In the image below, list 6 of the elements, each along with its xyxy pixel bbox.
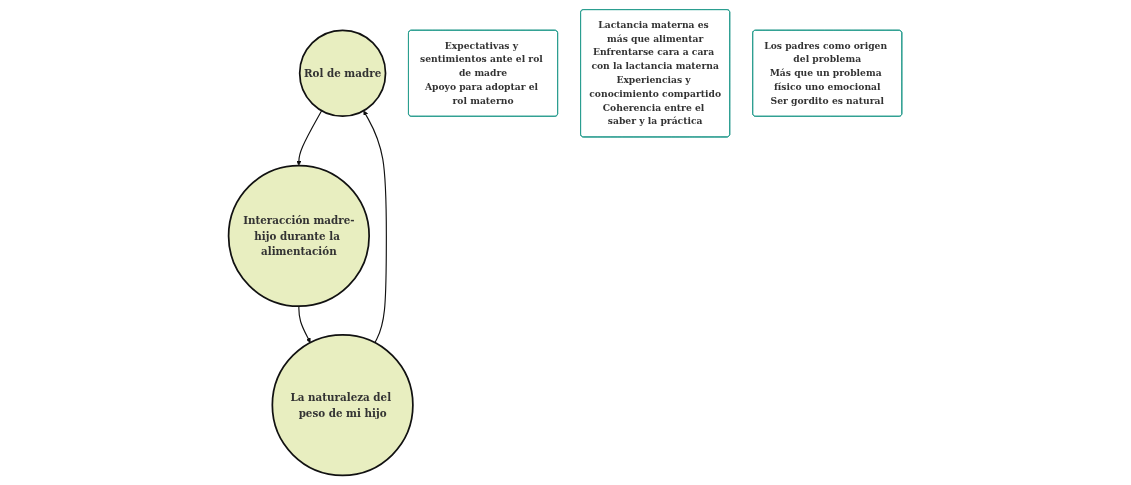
node-circle: Rol de madre [299,29,387,118]
node-circle: Interacción madre-hijo durante la alimentación [228,164,371,308]
arrow [363,110,388,344]
node-circle: La naturaleza del peso de mi hijo [271,334,415,477]
arrow [298,305,311,343]
arrow [296,110,323,166]
